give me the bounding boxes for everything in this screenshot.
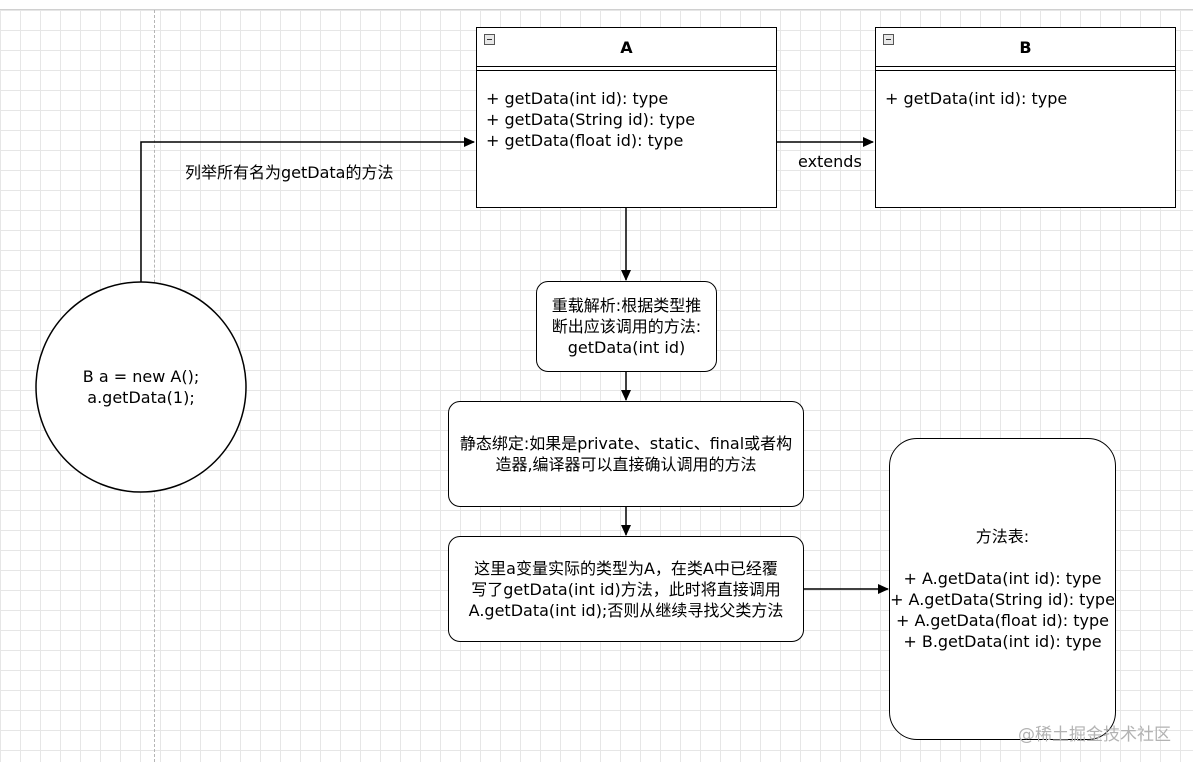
override-lookup-box[interactable]: 这里a变量实际的类型为A，在类A中已经覆 写了getData(int id)方法… [448,536,804,642]
override-lookup-text: 这里a变量实际的类型为A，在类A中已经覆 写了getData(int id)方法… [468,558,784,620]
method-row: + getData(float id): type [486,131,684,150]
class-a-divider [477,70,776,71]
call-circle-shape [35,281,247,493]
method-table-text: 方法表: + A.getData(int id): type + A.getDa… [890,527,1115,651]
watermark: @稀土掘金技术社区 [1018,725,1171,745]
edge-circle-to-class-a [140,137,475,282]
class-a-title: A [620,38,633,57]
collapse-icon[interactable] [883,34,894,45]
class-b[interactable]: B + getData(int id): type [875,27,1176,208]
class-b-title: B [1019,38,1032,57]
method-row: + getData(String id): type [486,110,696,129]
class-b-divider [876,70,1175,71]
class-b-methods: + getData(int id): type [885,88,1067,109]
top-toolbar-edge [0,0,1193,10]
class-a[interactable]: A + getData(int id): type + getData(Stri… [476,27,777,208]
enumerate-methods-label: 列举所有名为getData的方法 [185,163,394,182]
static-binding-box[interactable]: 静态绑定:如果是private、static、final或者构 造器,编译器可以… [448,401,804,507]
call-circle[interactable]: B a = new A(); a.getData(1); [36,282,246,492]
static-binding-text: 静态绑定:如果是private、static、final或者构 造器,编译器可以… [459,434,793,474]
extends-label: extends [798,152,862,171]
overload-resolution-text: 重载解析:根据类型推 断出应该调用的方法: getData(int id) [551,296,702,357]
method-table-box[interactable]: 方法表: + A.getData(int id): type + A.getDa… [889,438,1116,740]
class-a-header: A [477,28,776,67]
call-circle-text: B a = new A(); a.getData(1); [82,367,200,407]
class-a-methods: + getData(int id): type + getData(String… [486,88,695,151]
collapse-icon[interactable] [484,34,495,45]
overload-resolution-box[interactable]: 重载解析:根据类型推 断出应该调用的方法: getData(int id) [536,281,717,372]
method-row: + getData(int id): type [486,89,669,108]
class-b-header: B [876,28,1175,67]
method-row: + getData(int id): type [885,89,1068,108]
